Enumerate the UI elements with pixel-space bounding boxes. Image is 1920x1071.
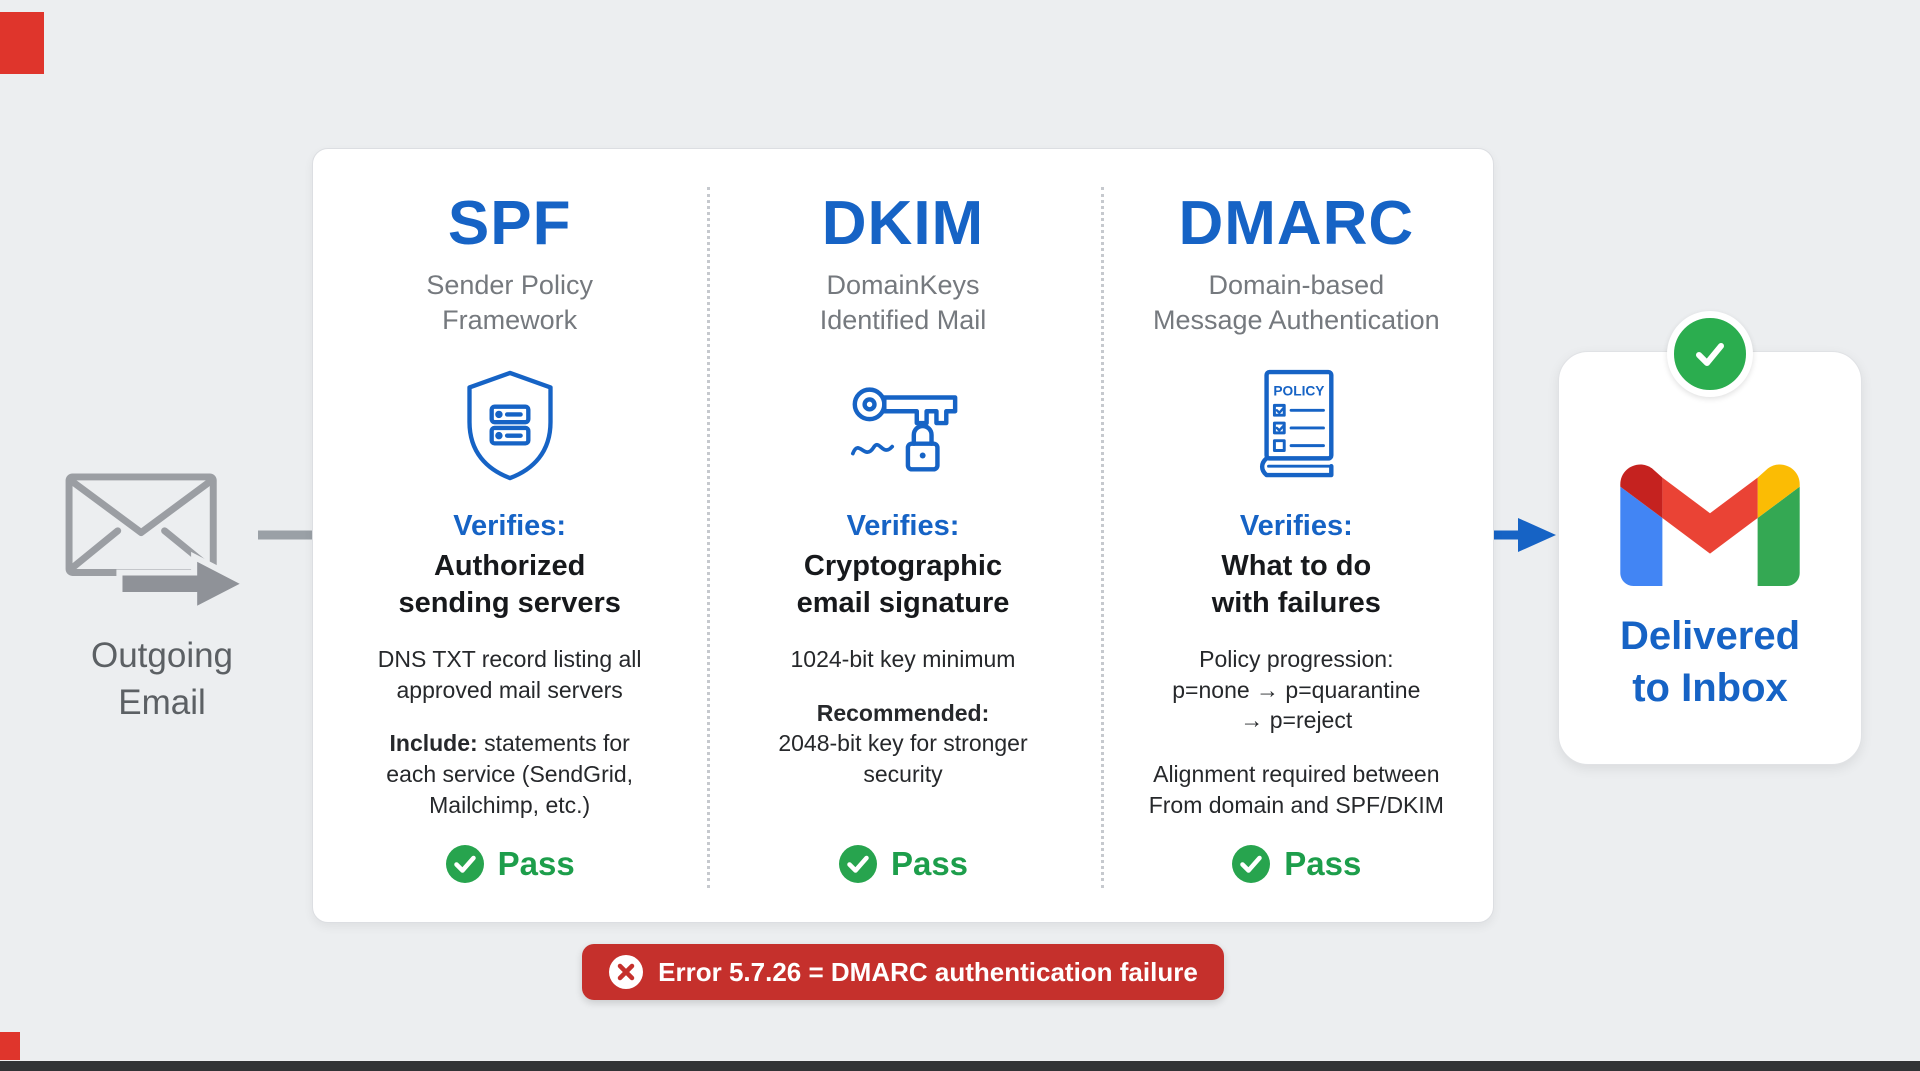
dmarc-title: DMARC	[1178, 189, 1415, 258]
check-icon	[1232, 845, 1271, 883]
spf-pass-badge: Pass	[445, 844, 575, 884]
check-icon	[1696, 343, 1724, 366]
delivered-card: Delivered to Inbox	[1558, 311, 1862, 765]
dmarc-verifies-label: Verifies:	[1239, 510, 1353, 543]
outgoing-email-group: Outgoing Email	[52, 470, 272, 727]
dkim-pass-badge: Pass	[838, 844, 968, 884]
policy-icon-label: POLICY	[1274, 384, 1325, 399]
error-banner: Error 5.7.26 = DMARC authentication fail…	[582, 944, 1224, 1000]
spf-column: SPF Sender Policy Framework Verifies: Au…	[313, 149, 706, 922]
key-signature-lock-icon	[843, 364, 963, 488]
spf-detail-1-text: DNS TXT record listing all approved mail…	[377, 645, 642, 703]
spf-detail-2-text: statements for each service (SendGrid, M…	[386, 730, 634, 819]
error-text: Error 5.7.26 = DMARC authentication fail…	[658, 956, 1198, 987]
spf-title: SPF	[447, 189, 572, 258]
check-icon	[445, 845, 484, 883]
shield-server-icon	[456, 364, 564, 488]
dkim-detail-1: 1024-bit key minimum	[791, 644, 1016, 675]
spf-detail-1: DNS TXT record listing all approved mail…	[378, 644, 642, 706]
gmail-logo	[1620, 464, 1800, 586]
dkim-column: DKIM DomainKeys Identified Mail Verifies…	[706, 149, 1099, 922]
dmarc-subtitle: Domain-based Message Authentication	[1152, 270, 1440, 336]
spf-verifies-label: Verifies:	[453, 510, 567, 543]
dkim-detail-2-bold: Recommended:	[816, 699, 990, 726]
corner-accent-top-left	[0, 12, 44, 74]
dkim-verifies-text: Cryptographic email signature	[796, 550, 1010, 619]
dmarc-detail-1: Policy progression: p=none → p=quarantin…	[1172, 644, 1420, 736]
delivered-label: Delivered to Inbox	[1619, 614, 1801, 710]
send-arrow-icon	[116, 551, 253, 616]
dmarc-detail-2-text: Alignment required between From domain a…	[1148, 761, 1444, 819]
error-banner-row: Error 5.7.26 = DMARC authentication fail…	[312, 944, 1494, 1000]
dkim-detail-1-text: 1024-bit key minimum	[790, 645, 1016, 672]
spf-detail-2-bold: Include:	[389, 730, 478, 757]
corner-accent-bottom-left	[0, 1032, 20, 1060]
dmarc-column: DMARC Domain-based Message Authenticatio…	[1100, 149, 1493, 922]
dkim-verifies-label: Verifies:	[846, 510, 960, 543]
spf-verifies-text: Authorized sending servers	[398, 550, 621, 619]
column-divider	[707, 187, 710, 888]
auth-checks-card: SPF Sender Policy Framework Verifies: Au…	[312, 148, 1494, 923]
dmarc-detail-1-text: Policy progression: p=none → p=quarantin…	[1172, 645, 1421, 734]
column-divider	[1101, 187, 1104, 888]
spf-subtitle: Sender Policy Framework	[426, 270, 593, 336]
policy-document-icon: POLICY	[1245, 364, 1347, 488]
check-icon	[838, 845, 877, 883]
dmarc-pass-label: Pass	[1284, 845, 1362, 882]
success-check-badge	[1667, 311, 1753, 397]
bottom-edge-bar	[0, 1061, 1920, 1071]
outgoing-email-label: Outgoing Email	[90, 636, 234, 723]
spf-pass-label: Pass	[497, 845, 575, 882]
envelope-send-icon	[65, 473, 253, 616]
x-circle-icon	[609, 955, 644, 989]
dmarc-pass-badge: Pass	[1231, 844, 1361, 884]
dmarc-detail-2: Alignment required between From domain a…	[1149, 759, 1444, 821]
dkim-pass-label: Pass	[890, 845, 969, 882]
dkim-title: DKIM	[821, 189, 985, 258]
spf-detail-2: Include: statements for each service (Se…	[386, 728, 633, 820]
dmarc-verifies-text: What to do with failures	[1211, 550, 1381, 619]
dkim-detail-2-text: 2048-bit key for stronger security	[778, 730, 1028, 788]
dkim-subtitle: DomainKeys Identified Mail	[819, 270, 987, 336]
dkim-detail-2: Recommended: 2048-bit key for stronger s…	[778, 698, 1027, 790]
